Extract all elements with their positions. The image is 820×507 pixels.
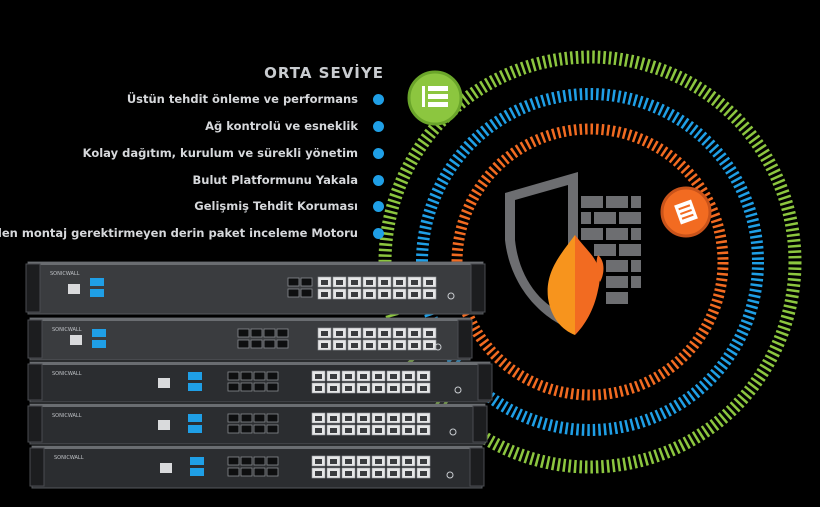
brand-label: SONICWALL [52, 327, 82, 333]
bullet-dot [373, 175, 384, 186]
brand-label: SONICWALL [50, 271, 80, 277]
feature-item-5: Gelişmiş Tehdit Koruması [194, 199, 358, 213]
feature-item-2: Ağ kontrolü ve esneklik [205, 119, 358, 133]
appliance-unit: SONICWALL [27, 403, 488, 445]
bullet-dot [373, 148, 384, 159]
firewall-appliance-stack: SONICWALL SONICWALL SONICWALL SONICWALL SONI… [25, 261, 493, 489]
feature-item-3: Kolay dağıtım, kurulum ve sürekli yöneti… [82, 146, 358, 160]
brand-label: SONICWALL [52, 413, 82, 419]
feature-item-1: Üstün tehdit önleme ve performans [126, 92, 358, 106]
bullet-dot [373, 94, 384, 105]
brand-label: SONICWALL [52, 371, 82, 377]
server-badge-icon [407, 70, 463, 126]
brand-label: SONICWALL [54, 455, 84, 461]
middle-blue-ring [416, 88, 764, 436]
bullet-dot [373, 121, 384, 132]
feature-item-4: Bulut Platformunu Yakala [192, 173, 358, 187]
inner-orange-ring [451, 123, 729, 401]
bullet-dot [373, 228, 384, 239]
bullet-dot [373, 201, 384, 212]
appliance-unit: SONICWALL [29, 445, 485, 489]
section-heading: ORTA SEVİYE [264, 64, 384, 82]
appliance-unit: SONICWALL [25, 261, 486, 315]
appliance-unit: SONICWALL [27, 317, 473, 361]
appliance-unit: SONICWALL [27, 361, 493, 403]
feature-item-6: Yeniden montaj gerektirmeyen derin paket… [0, 226, 358, 240]
shield-firewall-icon [505, 172, 641, 335]
document-badge-icon [660, 186, 712, 238]
